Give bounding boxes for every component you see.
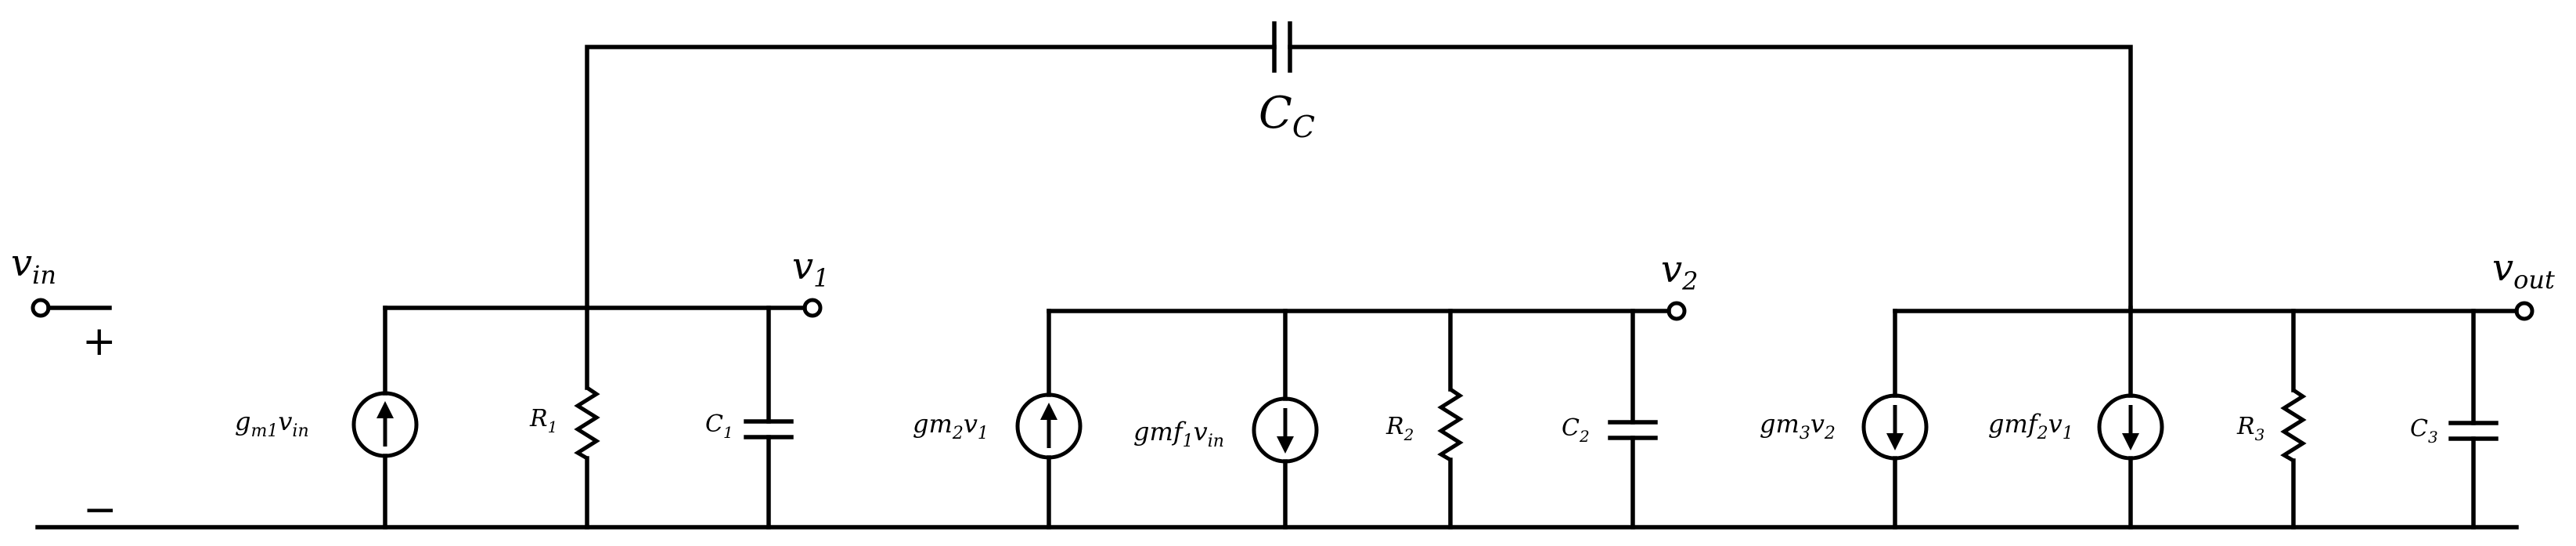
input-node-dot — [31, 298, 51, 318]
cc-right-wire — [1288, 45, 2133, 310]
gm1-arrow-up-icon — [376, 401, 394, 418]
c3-capacitor: C3 — [2410, 309, 2499, 530]
cc-label: CC — [1259, 88, 1315, 144]
plus-sign: + — [82, 318, 117, 365]
v2-label: v2 — [1661, 248, 1698, 296]
r3-label: R3 — [2236, 413, 2264, 444]
c1-capacitor: C1 — [705, 306, 794, 530]
vin-label: vin — [11, 241, 56, 290]
compensation-capacitor: CC — [585, 21, 2133, 310]
gmf1-source-circle — [1252, 396, 1319, 464]
gmf2-source-circle — [2097, 393, 2164, 461]
r3-resistor: R3 — [2236, 309, 2307, 530]
gm3-current-source: gm3v2 — [1760, 309, 1929, 530]
stage-3: vout gm3v2 gmf2v1 R3 — [1760, 246, 2555, 530]
gmf2-arrow-down-icon — [2122, 433, 2139, 450]
v1-node-dot — [802, 298, 823, 318]
input-terminal: vin + − — [11, 241, 117, 533]
gm3-source-circle — [1861, 393, 1929, 461]
gm2-current-source: gm2v1 — [913, 309, 1083, 530]
gm3-label: gm3v2 — [1760, 409, 1836, 443]
gm1-label: gm1vin — [235, 407, 309, 441]
c3-label: C3 — [2410, 415, 2438, 447]
gm2-label: gm2v1 — [913, 409, 989, 443]
v1-label: v1 — [792, 244, 829, 293]
gm1-source-circle — [351, 391, 419, 458]
vout-label: vout — [2492, 246, 2555, 295]
gm3-arrow-down-icon — [1886, 433, 1904, 450]
gm2-source-circle — [1015, 392, 1083, 460]
vout-node-dot — [2514, 301, 2535, 321]
v2-node-dot — [1666, 301, 1687, 321]
c2-label: C2 — [1562, 414, 1590, 446]
c1-label: C1 — [705, 410, 733, 442]
stage-1: v1 gm1vin R1 C1 — [235, 244, 829, 530]
gmf1-current-source: gmf1vin — [1133, 309, 1319, 530]
gmf1-label: gmf1vin — [1133, 417, 1224, 451]
r1-zigzag — [574, 385, 600, 461]
c2-capacitor: C2 — [1562, 309, 1658, 530]
r1-resistor: R1 — [529, 306, 600, 530]
gm1-current-source: gm1vin — [235, 306, 419, 530]
r1-label: R1 — [529, 405, 557, 436]
gm2-arrow-up-icon — [1040, 403, 1057, 420]
r2-label: R2 — [1385, 413, 1414, 444]
cc-left-wire — [585, 45, 1277, 310]
r3-zigzag — [2280, 388, 2307, 463]
stage-2: v2 gm2v1 gmf1vin R2 — [913, 248, 1698, 530]
gmf2-current-source: gmf2v1 — [1988, 306, 2164, 530]
gmf2-label: gmf2v1 — [1988, 409, 2073, 443]
r2-resistor: R2 — [1385, 309, 1464, 530]
minus-sign: − — [83, 486, 117, 533]
gmf1-arrow-down-icon — [1277, 436, 1294, 454]
r2-zigzag — [1437, 387, 1464, 462]
